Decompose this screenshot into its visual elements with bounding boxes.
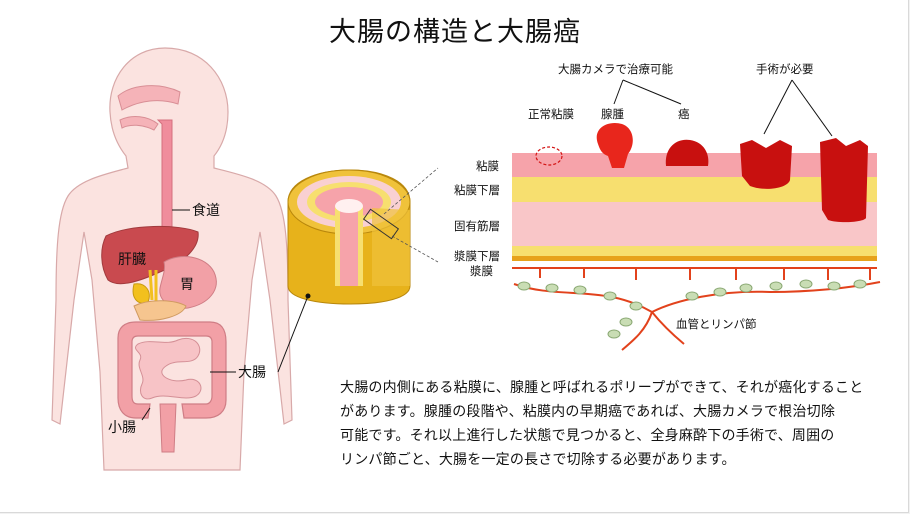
label-surgery-group: 手術が必要 (756, 62, 814, 76)
description-text: 大腸の内側にある粘膜に、腺腫と呼ばれるポリープができて、それが癌化すること があ… (340, 376, 880, 472)
vessel-branches (539, 268, 871, 280)
lymph-node (799, 279, 813, 289)
rectum (159, 403, 177, 453)
lesions: 正常粘膜 腺腫 癌 大腸カメラで治療可能 手術が必要 (528, 62, 868, 223)
human-body-figure: 食道 肝臓 胃 大腸 小腸 (51, 47, 293, 471)
label-esophagus: 食道 (192, 202, 220, 219)
large-intestine-body (117, 321, 227, 419)
early-cancer (665, 139, 709, 166)
cross-section-lumen-top (335, 199, 363, 213)
lymph-node (573, 285, 587, 295)
label-mucosa: 粘膜 (476, 159, 499, 173)
layer-serosa (512, 256, 877, 261)
cross-section-zoom-box (362, 208, 400, 240)
label-liver: 肝臓 (118, 252, 146, 268)
description-line: 大腸の内側にある粘膜に、腺腫と呼ばれるポリープができて、それが癌化すること (340, 380, 864, 396)
label-submucosa: 粘膜下層 (454, 183, 500, 197)
lymph-node (769, 281, 783, 291)
cross-section-right-wall (372, 208, 410, 286)
label-normal-mucosa: 正常粘膜 (528, 107, 574, 121)
lymph-node (713, 287, 727, 297)
label-muscularis: 固有筋層 (454, 219, 500, 233)
page-title: 大腸の構造と大腸癌 (329, 17, 581, 48)
small-intestine (135, 338, 202, 400)
lymph-node (685, 291, 699, 301)
cross-section-lumen-inner (340, 206, 358, 286)
label-subserosa: 漿膜下層 (454, 249, 500, 263)
lymph-node (619, 317, 633, 327)
lymph-node (629, 301, 643, 311)
lymph-node (607, 329, 621, 339)
label-small-intestine: 小腸 (108, 420, 136, 436)
adenoma-polyp (596, 122, 633, 168)
lymph-node (827, 281, 841, 291)
submucosal-cancer (740, 140, 792, 189)
layer-submucosa (512, 177, 877, 202)
label-adenoma: 腺腫 (601, 107, 624, 121)
lymph-nodes (517, 279, 867, 339)
description-line: リンパ節ごと、大腸を一定の長さで切除する必要があります。 (340, 452, 736, 468)
colon-cross-section (277, 167, 439, 373)
nasal-cavity (117, 85, 181, 111)
lymph-node (545, 283, 559, 293)
duct (148, 269, 158, 304)
label-endoscopy-group: 大腸カメラで治療可能 (558, 62, 673, 76)
layer-subserosa (512, 246, 877, 256)
advanced-cancer (820, 138, 868, 223)
lymph-node (853, 279, 867, 289)
label-large-intestine: 大腸 (238, 365, 266, 381)
label-vessels: 血管とリンパ節 (676, 317, 757, 331)
normal-mucosa-marker (535, 146, 563, 166)
description-line: があります。腺腫の段階や、粘膜内の早期癌であれば、大腸カメラで根治切除 (340, 404, 836, 420)
lymph-node (517, 281, 531, 291)
pancreas (133, 300, 187, 321)
lymph-node (603, 291, 617, 301)
label-serosa: 漿膜 (470, 264, 493, 278)
label-cancer: 癌 (678, 107, 690, 121)
mouth (119, 116, 159, 131)
liver (101, 225, 199, 285)
lymph-node (739, 283, 753, 293)
vessels-and-lymph (512, 267, 881, 351)
vessel-descending (621, 311, 685, 351)
stomach (159, 256, 217, 309)
description-line: 可能です。それ以上進行した状態で見つかると、全身麻酔下の手術で、周囲の (340, 428, 835, 444)
wall-layers: 粘膜 粘膜下層 固有筋層 漿膜下層 漿膜 (454, 153, 877, 278)
label-stomach: 胃 (180, 277, 194, 293)
layer-muscularis (512, 202, 877, 246)
